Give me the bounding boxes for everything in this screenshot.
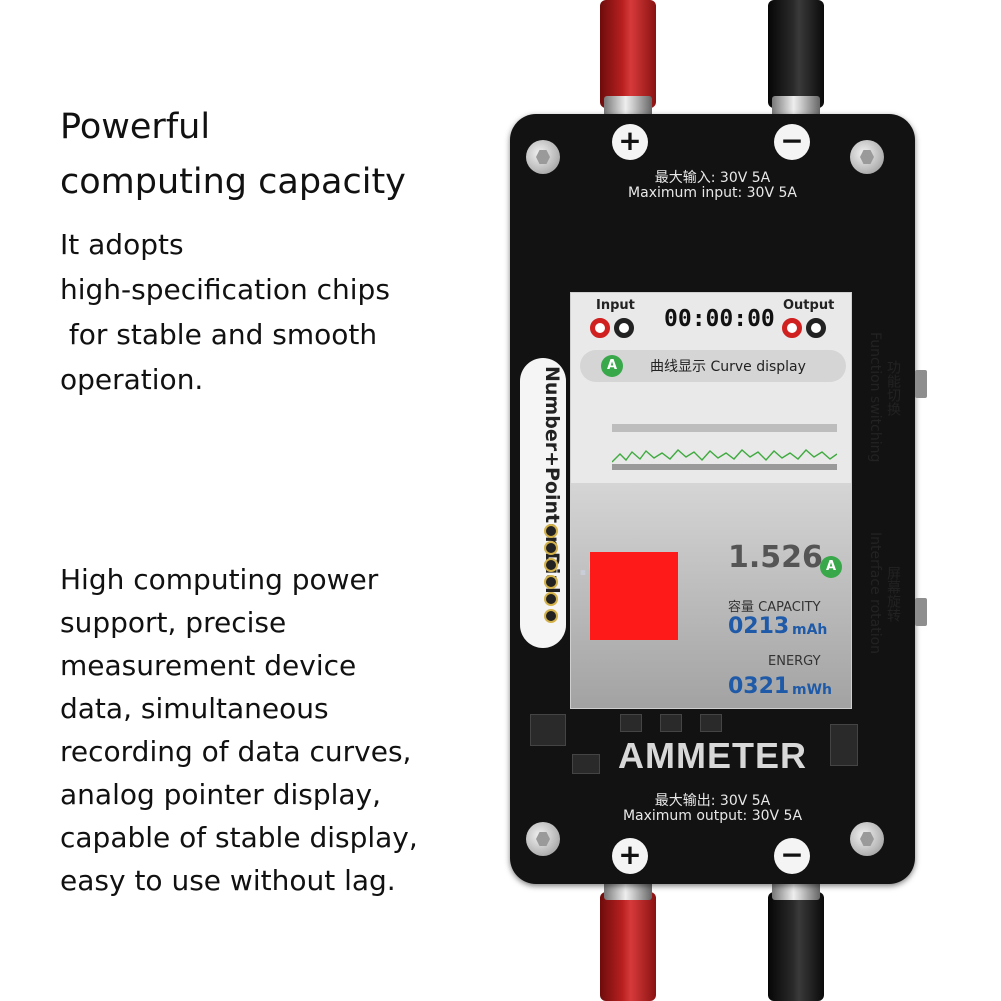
input-black-jack-icon: [614, 318, 634, 338]
screw-bottom-left: [526, 822, 560, 856]
curve-badge: A: [601, 355, 623, 377]
output-minus-terminal: −: [774, 838, 810, 874]
capacity-unit: mAh: [792, 622, 828, 638]
input-red-jack-icon: [590, 318, 610, 338]
screw-bottom-right: [850, 822, 884, 856]
output-label: Output: [783, 298, 835, 313]
output-black-jack-icon: [806, 318, 826, 338]
pin-pad: [544, 609, 558, 623]
smd-component: [530, 714, 566, 746]
curve-graph: [612, 424, 837, 470]
function-switch-button[interactable]: [915, 370, 927, 398]
smd-component: [572, 754, 600, 774]
output-plus-terminal: +: [612, 838, 648, 874]
input-plus-terminal: +: [612, 124, 648, 160]
processor-chip: [590, 552, 678, 640]
energy-value: 0321: [728, 674, 790, 699]
input-label: Input: [596, 298, 635, 313]
max-input-cn: 最大输入: 30V 5A: [654, 170, 771, 186]
curve-display-label: 曲线显示 Curve display: [650, 359, 806, 375]
heading: Powerful computing capacity: [60, 100, 406, 210]
curve-display-bar: [580, 350, 846, 382]
ammeter-brand: AMMETER: [618, 735, 807, 776]
graph-baseline: [612, 464, 837, 470]
top-red-ferrule: [604, 96, 652, 118]
voltage-value-right: 1.526: [728, 540, 823, 575]
side-connector-label: [520, 358, 566, 648]
unit-badge: A: [820, 556, 842, 578]
smd-component: [620, 714, 642, 732]
screw-top-right: [850, 140, 884, 174]
timer-display: 00:00:00: [664, 306, 775, 332]
smd-component: [830, 724, 858, 766]
screw-top-left: [526, 140, 560, 174]
function-switching-label-cn: 功能切换: [885, 360, 901, 416]
top-black-ferrule: [772, 96, 820, 118]
interface-rotation-label-cn: 屏幕旋转: [885, 566, 901, 622]
input-minus-terminal: −: [774, 124, 810, 160]
graph-band: [612, 424, 837, 432]
pin-pad: [544, 575, 558, 589]
pin-pad: [544, 592, 558, 606]
bottom-black-cable: [768, 892, 824, 1001]
top-red-cable: [600, 0, 656, 108]
heading-line-2: computing capacity: [60, 162, 406, 202]
interface-rotation-label: Interface rotation: [867, 532, 883, 655]
rotation-button[interactable]: [915, 598, 927, 626]
max-output-cn: 最大输出: 30V 5A: [654, 793, 771, 809]
pin-pad: [544, 524, 558, 538]
energy-unit: mWh: [792, 682, 832, 698]
top-black-cable: [768, 0, 824, 108]
capacity-value: 0213: [728, 614, 790, 639]
bottom-red-cable: [600, 892, 656, 1001]
max-output-en: Maximum output: 30V 5A: [622, 808, 803, 824]
intro-paragraph: It adopts high-specification chips for s…: [60, 228, 390, 396]
number-pointer-dial-label: Number+Pointer Dial: [541, 366, 563, 594]
feature-paragraph: High computing power support, precise me…: [60, 563, 418, 897]
output-red-jack-icon: [782, 318, 802, 338]
heading-line-1: Powerful: [60, 107, 211, 147]
max-input-en: Maximum input: 30V 5A: [628, 185, 797, 201]
smd-component: [660, 714, 682, 732]
pin-pad: [544, 558, 558, 572]
capacity-label: 容量 CAPACITY: [728, 600, 821, 615]
smd-component: [700, 714, 722, 732]
function-switching-label: Function switching: [867, 332, 883, 463]
graph-green-trace: [612, 449, 837, 463]
pin-pad: [544, 541, 558, 555]
energy-label: ENERGY: [768, 654, 821, 669]
